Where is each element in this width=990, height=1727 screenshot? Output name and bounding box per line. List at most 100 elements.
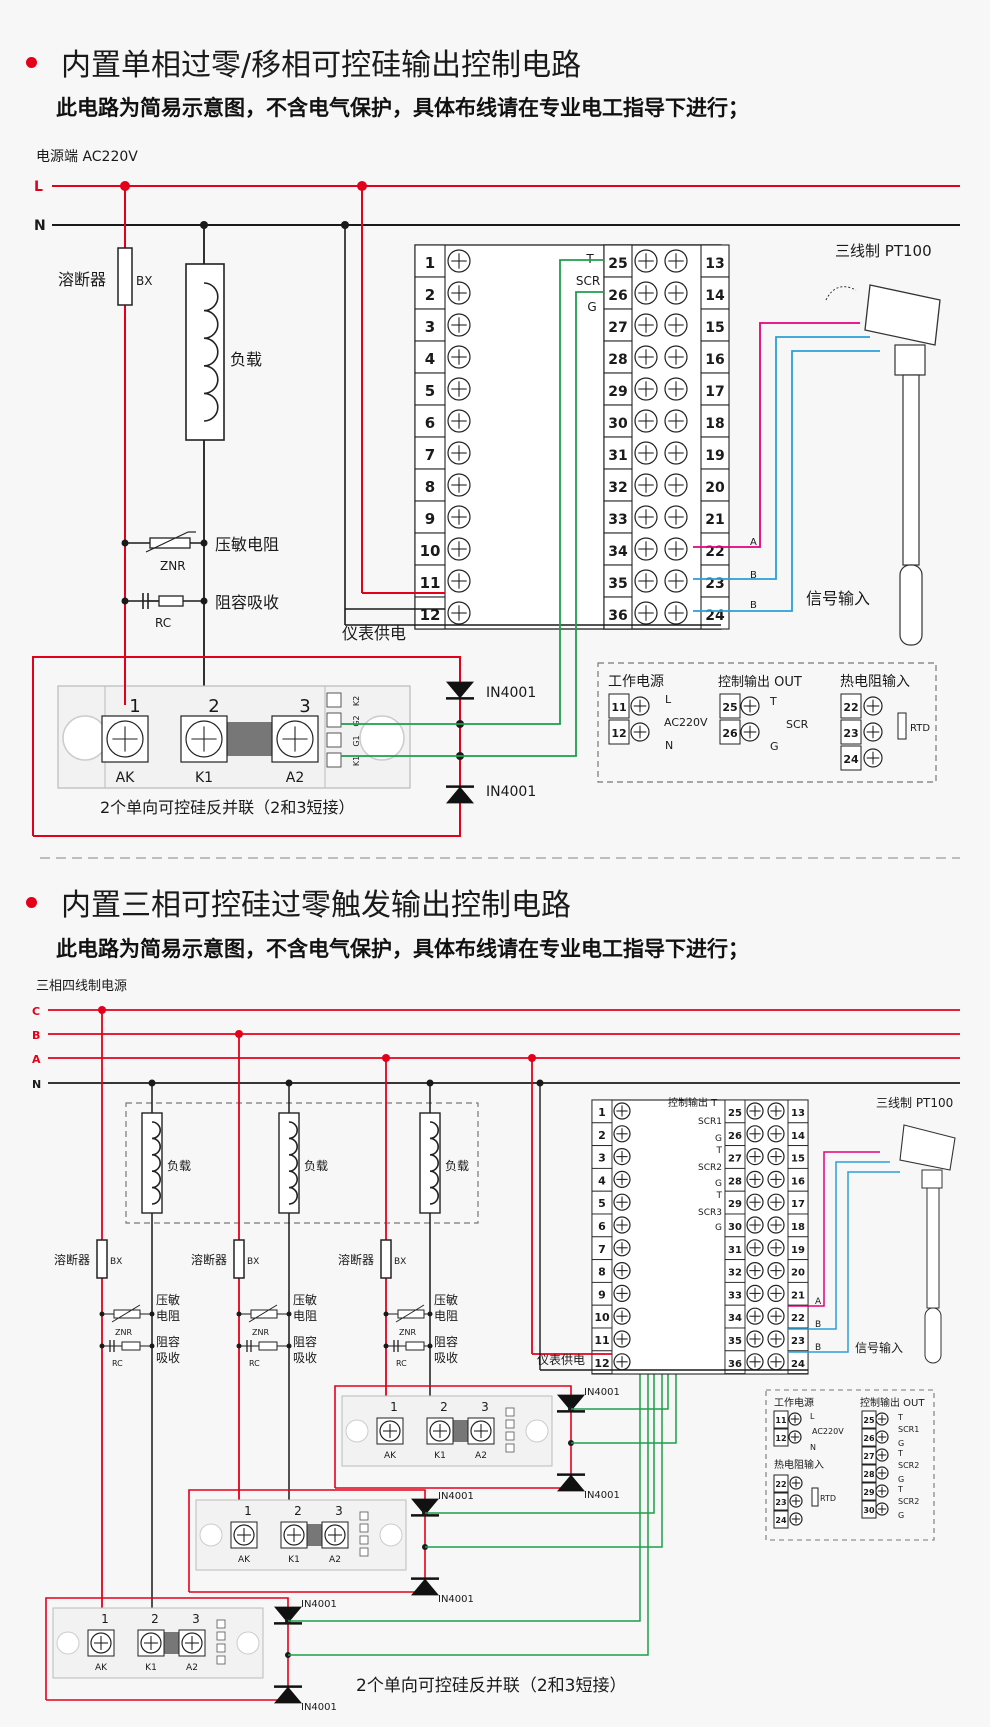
terminal-number: 35 bbox=[608, 576, 627, 592]
junction-dot bbox=[357, 181, 367, 191]
scr-label: SCR bbox=[576, 274, 600, 288]
thyristor-terminal-label: A2 bbox=[186, 1663, 198, 1673]
load-label: 负载 bbox=[230, 350, 262, 369]
diode-icon bbox=[274, 1686, 302, 1704]
terminal-number: 10 bbox=[594, 1311, 610, 1324]
rc-label: 阻容 bbox=[156, 1334, 180, 1349]
legend-n: N bbox=[810, 1443, 816, 1452]
terminal-number: 14 bbox=[705, 288, 725, 304]
varistor-label: 电阻 bbox=[156, 1309, 180, 1323]
pt100-chain bbox=[825, 286, 857, 301]
diode-label: IN4001 bbox=[486, 784, 536, 800]
diode-bottom-icon bbox=[446, 786, 474, 804]
varistor-code: ZNR bbox=[160, 559, 186, 573]
gate-pin bbox=[216, 1643, 226, 1653]
terminal-cell bbox=[700, 436, 730, 470]
terminal-number: 19 bbox=[791, 1245, 805, 1256]
legend-out-label: SCR2 bbox=[898, 1497, 919, 1506]
terminal-number: 19 bbox=[705, 448, 724, 464]
power-label: 三相四线制电源 bbox=[36, 979, 127, 994]
junction-dot bbox=[200, 539, 208, 547]
gate-pin bbox=[216, 1619, 226, 1629]
diode-icon bbox=[411, 1498, 439, 1516]
terminal-number: 3 bbox=[425, 318, 435, 336]
junction-dot bbox=[235, 1030, 243, 1038]
legend-rtd: RTD bbox=[820, 1494, 836, 1503]
thyristor-terminal-label: AK bbox=[95, 1663, 108, 1673]
terminal-number: 33 bbox=[608, 512, 627, 528]
gate-pin-label: K2 bbox=[352, 696, 361, 706]
terminal-number: 15 bbox=[791, 1154, 805, 1165]
diode-icon bbox=[274, 1606, 302, 1624]
terminal-number: 26 bbox=[722, 727, 738, 740]
terminal-number: 2 bbox=[425, 286, 435, 304]
gate-pin bbox=[359, 1511, 369, 1521]
legend-title: 热电阻输入 bbox=[774, 1458, 824, 1471]
junction-dot bbox=[286, 1311, 292, 1317]
rtd-resistor-icon bbox=[811, 1487, 819, 1507]
gate-pin bbox=[505, 1443, 515, 1453]
terminal-number: 11 bbox=[594, 1334, 609, 1347]
terminal-cell bbox=[591, 1350, 613, 1375]
section2-note: 此电路为简易示意图，不含电气保护，具体布线请在专业电工指导下进行； bbox=[56, 937, 749, 961]
fuse-code: BX bbox=[136, 274, 152, 288]
terminal-number: 24 bbox=[843, 753, 859, 766]
rc-code: RC bbox=[249, 1359, 260, 1368]
junction-dot bbox=[200, 597, 208, 605]
terminal-number: 16 bbox=[791, 1176, 805, 1187]
thyristor-number: 2 bbox=[208, 696, 219, 717]
bullet-icon bbox=[26, 56, 37, 68]
rtd-wire-b1 bbox=[693, 336, 870, 580]
diode-icon bbox=[557, 1474, 585, 1492]
terminal-number: 7 bbox=[598, 1243, 606, 1256]
terminal-number: 22 bbox=[775, 1480, 786, 1489]
thyristor-terminal-label: K1 bbox=[145, 1663, 157, 1673]
junction-dot bbox=[120, 181, 130, 191]
thyristor-terminal-label: A2 bbox=[475, 1451, 487, 1461]
junction-dot bbox=[528, 1054, 536, 1062]
terminal-number: 17 bbox=[705, 384, 724, 400]
thyristor-terminal-label: AK bbox=[116, 770, 136, 786]
varistor-slash bbox=[248, 1304, 278, 1323]
junction-dot bbox=[98, 1006, 106, 1014]
rtd-wire-b2 bbox=[788, 1171, 900, 1353]
gate-pin bbox=[359, 1535, 369, 1545]
gate-pin bbox=[359, 1547, 369, 1557]
terminal-cell bbox=[719, 719, 741, 745]
legend-l: L bbox=[810, 1412, 815, 1421]
junction-dot bbox=[200, 221, 208, 229]
terminal-cell bbox=[700, 372, 730, 406]
diode-label: IN4001 bbox=[301, 1599, 337, 1610]
terminal-cell bbox=[603, 308, 633, 342]
terminal-cell bbox=[840, 719, 862, 745]
terminal-number: 12 bbox=[611, 727, 626, 740]
terminal-number: 25 bbox=[722, 701, 737, 714]
terminal-number: 25 bbox=[863, 1416, 875, 1425]
gate-wire-g2 bbox=[341, 259, 604, 725]
terminal-number: 10 bbox=[420, 542, 441, 560]
terminal-number: 13 bbox=[705, 256, 724, 272]
fuse-label: 溶断器 bbox=[338, 1252, 374, 1267]
line-n-label: N bbox=[34, 218, 46, 234]
terminal-number: 26 bbox=[608, 288, 627, 304]
scr-label: T bbox=[716, 1146, 723, 1156]
rtd-wire-label: A bbox=[815, 1297, 822, 1307]
pt100-tip bbox=[899, 564, 923, 646]
terminal-cell bbox=[700, 596, 730, 630]
terminal-number: 28 bbox=[728, 1176, 742, 1187]
terminal-number: 6 bbox=[598, 1220, 606, 1233]
thyristor-number: 2 bbox=[440, 1400, 448, 1414]
terminal-number: 25 bbox=[608, 256, 627, 272]
varistor-code: ZNR bbox=[252, 1328, 269, 1337]
terminal-number: 27 bbox=[608, 320, 627, 336]
rtd-wire-a bbox=[788, 1151, 880, 1307]
varistor-icon bbox=[250, 1309, 278, 1319]
terminal-number: 28 bbox=[608, 352, 627, 368]
fuse-icon bbox=[96, 1239, 108, 1279]
varistor-code: ZNR bbox=[115, 1328, 132, 1337]
legend-scr: SCR bbox=[786, 718, 809, 731]
thyristor-terminal-label: K1 bbox=[434, 1451, 446, 1461]
terminal-number: 18 bbox=[705, 416, 724, 432]
thyristor-number: 2 bbox=[151, 1612, 159, 1626]
